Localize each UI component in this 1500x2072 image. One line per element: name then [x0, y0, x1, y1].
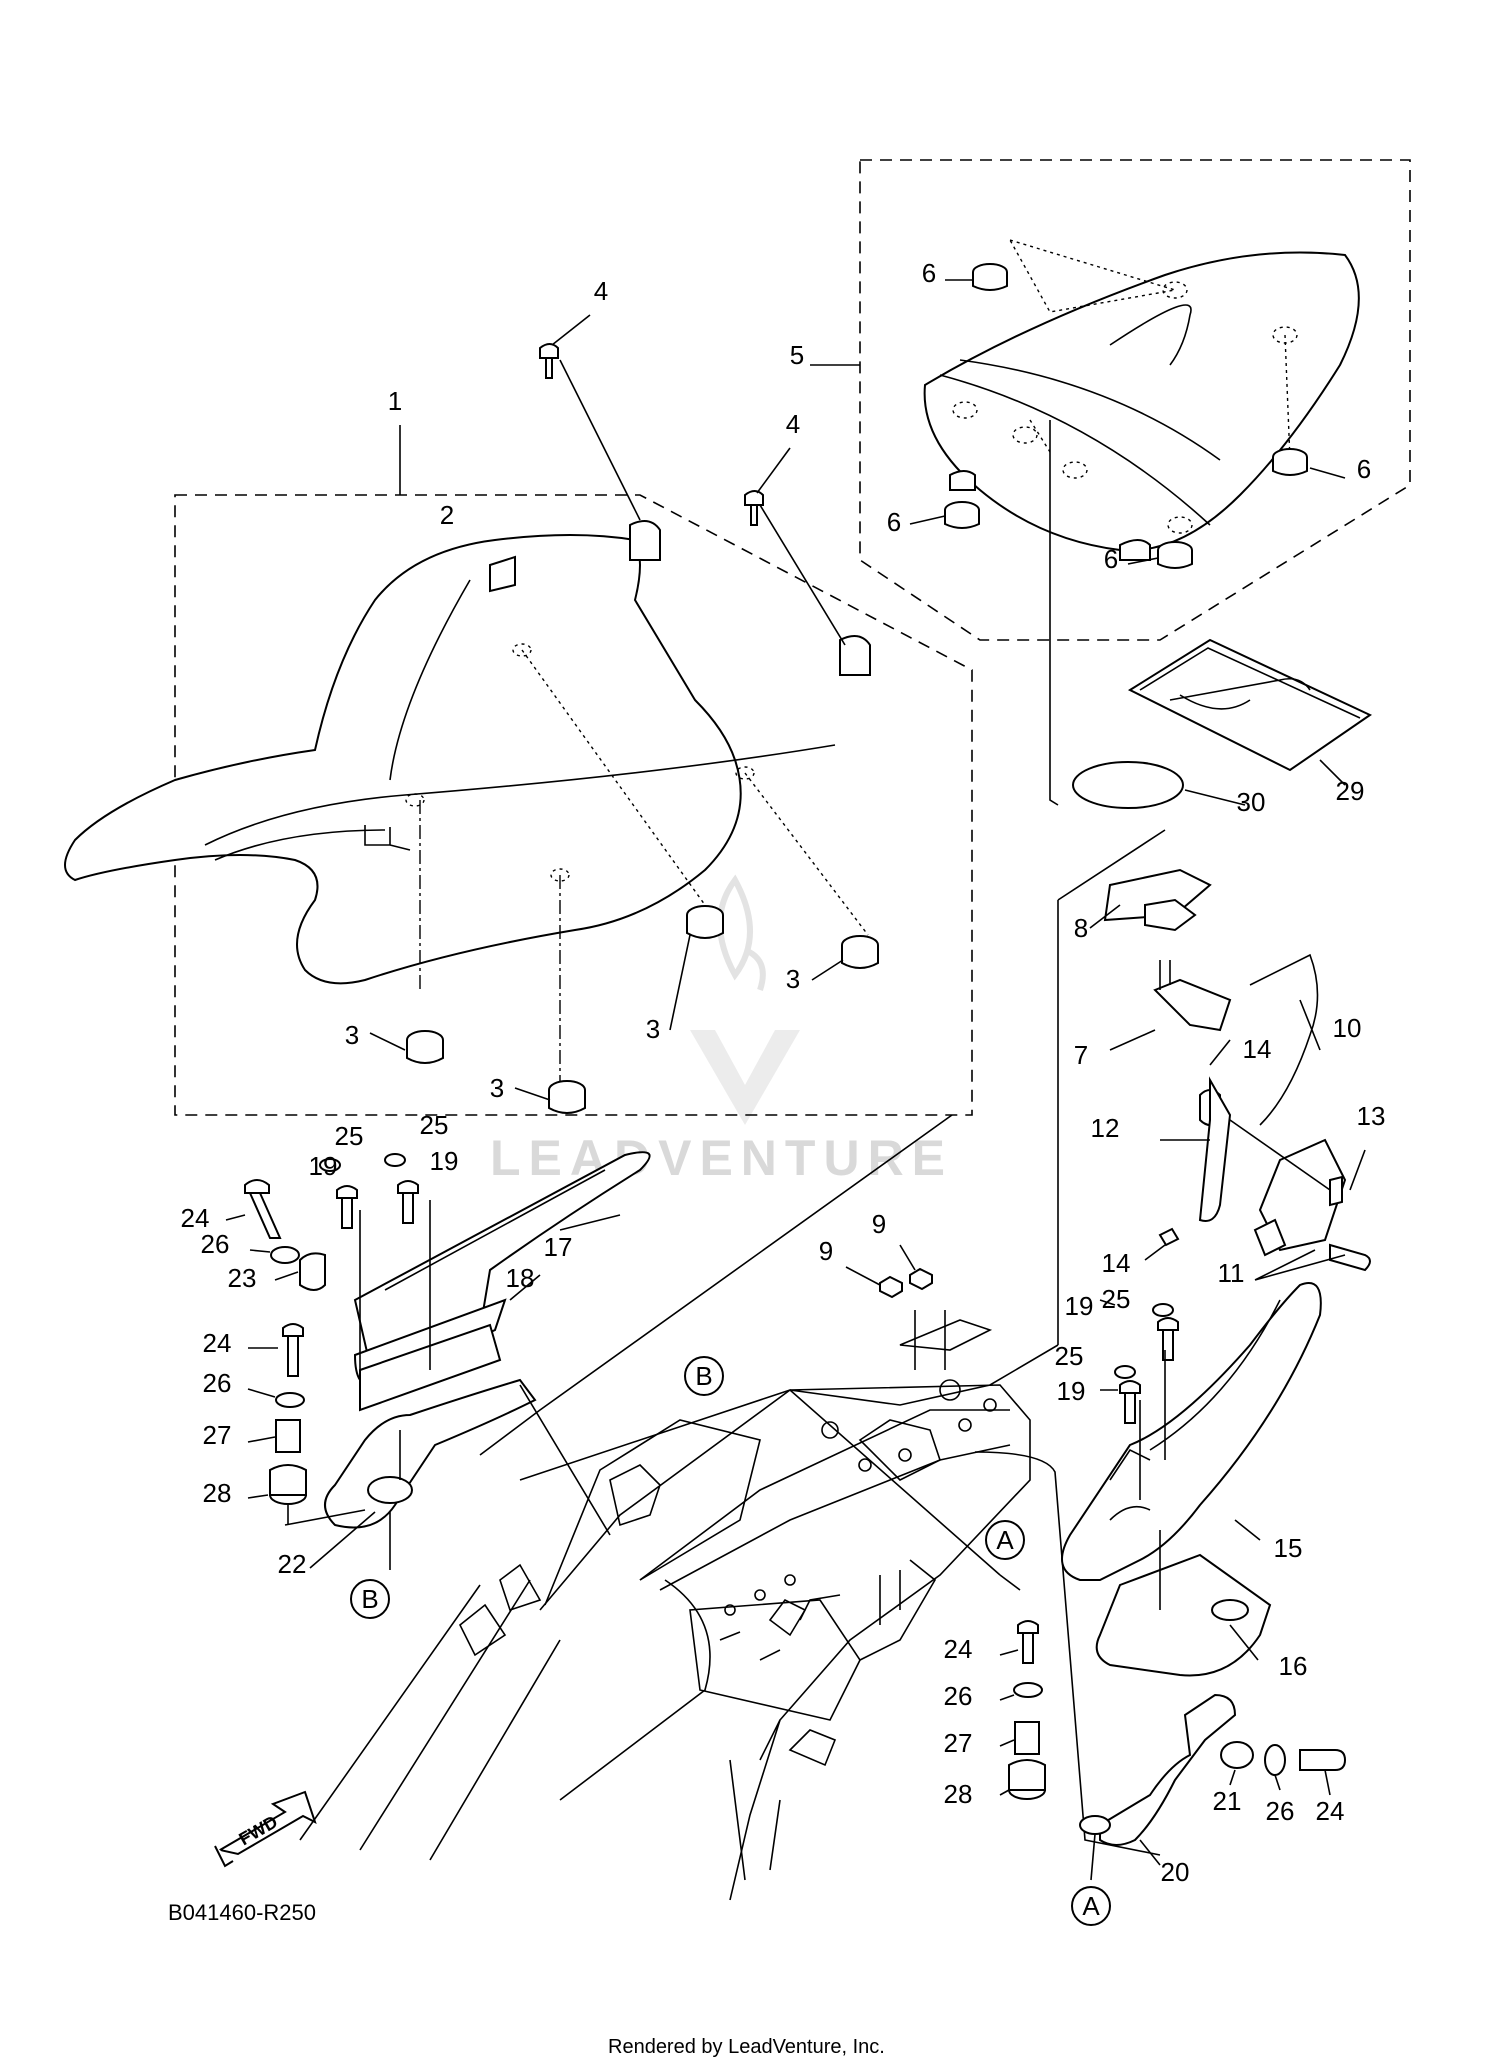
part-label-6: 6	[1104, 544, 1118, 574]
reference-markers: A A B B	[350, 1356, 1111, 1926]
part-label-10: 10	[1333, 1013, 1362, 1043]
ref-marker-b: B	[684, 1356, 724, 1396]
part-label-6: 6	[1357, 454, 1371, 484]
ref-marker-letter: B	[361, 1584, 378, 1614]
part-label-13: 13	[1357, 1101, 1386, 1131]
part-label-25: 25	[420, 1110, 449, 1140]
ref-marker-a: A	[1071, 1886, 1111, 1926]
part-label-26: 26	[203, 1368, 232, 1398]
part-label-27: 27	[944, 1728, 973, 1758]
ref-marker-b: B	[350, 1579, 390, 1619]
part-label-19: 19	[309, 1151, 338, 1181]
part-label-27: 27	[203, 1420, 232, 1450]
part-label-4: 4	[786, 409, 800, 439]
part-label-26: 26	[1266, 1796, 1295, 1826]
part-label-24: 24	[1316, 1796, 1345, 1826]
part-label-12: 12	[1091, 1113, 1120, 1143]
part-label-26: 26	[944, 1681, 973, 1711]
part-label-3: 3	[345, 1020, 359, 1050]
ref-marker-letter: B	[695, 1361, 712, 1391]
part-label-7: 7	[1074, 1040, 1088, 1070]
watermark: LEADVENTURE	[490, 874, 953, 1186]
ref-marker-circle	[684, 1356, 724, 1396]
seat-lock-assembly	[1057, 829, 1371, 1345]
part-label-9: 9	[872, 1209, 886, 1239]
part-label-2: 2	[440, 500, 454, 530]
part-label-23: 23	[228, 1263, 257, 1293]
part-label-8: 8	[1074, 913, 1088, 943]
left-grab-bar-assembly	[225, 1151, 651, 1570]
part-label-14: 14	[1243, 1034, 1272, 1064]
part-label-24: 24	[181, 1203, 210, 1233]
part-label-3: 3	[646, 1014, 660, 1044]
part-label-24: 24	[203, 1328, 232, 1358]
part-label-21: 21	[1213, 1786, 1242, 1816]
part-label-26: 26	[201, 1229, 230, 1259]
part-label-18: 18	[506, 1263, 535, 1293]
part-label-30: 30	[1237, 787, 1266, 817]
ref-marker-letter: A	[1082, 1891, 1100, 1921]
part-label-22: 22	[278, 1549, 307, 1579]
part-label-16: 16	[1279, 1651, 1308, 1681]
render-credit: Rendered by LeadVenture, Inc.	[608, 2036, 885, 2058]
part-label-19: 19	[1065, 1291, 1094, 1321]
part-label-19: 19	[430, 1146, 459, 1176]
part-label-9: 9	[819, 1236, 833, 1266]
fwd-arrow: FWD	[214, 1790, 317, 1868]
part-label-28: 28	[203, 1478, 232, 1508]
ref-marker-circle	[350, 1579, 390, 1619]
part-label-17: 17	[544, 1232, 573, 1262]
part-label-5: 5	[790, 340, 804, 370]
part-label-29: 29	[1336, 776, 1365, 806]
part-label-1: 1	[388, 386, 402, 416]
part-label-3: 3	[786, 964, 800, 994]
part-label-15: 15	[1274, 1533, 1303, 1563]
part-label-25: 25	[1102, 1284, 1131, 1314]
part-label-3: 3	[490, 1073, 504, 1103]
part-label-11: 11	[1218, 1258, 1245, 1288]
part-label-4: 4	[594, 276, 608, 306]
part-label-25: 25	[1055, 1341, 1084, 1371]
diagram-code: B041460-R250	[168, 1900, 316, 1925]
ref-marker-a: A	[985, 1520, 1025, 1560]
part-label-25: 25	[335, 1121, 364, 1151]
fwd-arrow-label: FWD	[235, 1812, 280, 1850]
part-label-6: 6	[922, 258, 936, 288]
part-label-28: 28	[944, 1779, 973, 1809]
part-label-6: 6	[887, 507, 901, 537]
ref-marker-circle	[985, 1520, 1025, 1560]
tool-bag-and-band	[1072, 638, 1373, 809]
part-label-14: 14	[1102, 1248, 1131, 1278]
part-label-20: 20	[1161, 1857, 1190, 1887]
ref-marker-letter: A	[996, 1525, 1014, 1555]
seat-frame	[299, 1244, 1031, 1901]
rider-seat-assembly	[64, 314, 973, 1116]
watermark-text: LEADVENTURE	[490, 1130, 953, 1186]
part-label-19: 19	[1057, 1376, 1086, 1406]
passenger-seat-assembly	[810, 159, 1411, 806]
part-label-24: 24	[944, 1634, 973, 1664]
right-grab-bar-assembly	[999, 1282, 1347, 1881]
ref-marker-circle	[1071, 1886, 1111, 1926]
